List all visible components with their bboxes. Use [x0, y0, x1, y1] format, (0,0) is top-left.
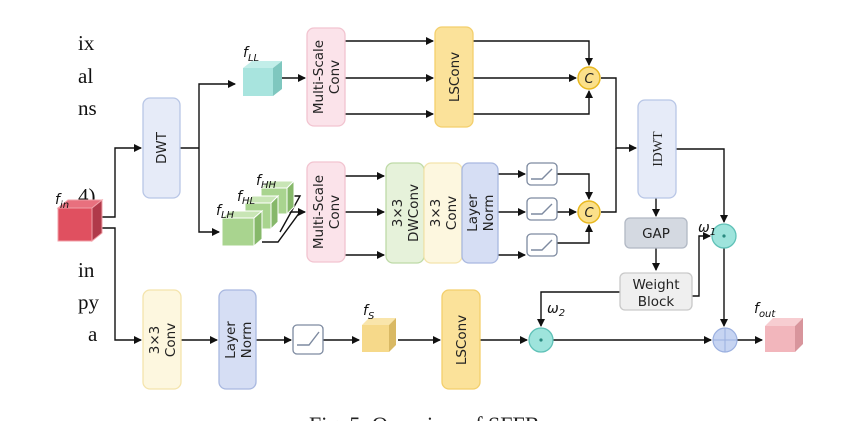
flh-cube — [220, 209, 264, 248]
conv-mid-line2: Conv — [444, 196, 460, 230]
conv-mid-line1: 3×3 — [428, 199, 444, 228]
wires — [96, 37, 763, 344]
wire-concat-mid-to-idwt — [601, 148, 617, 213]
multiscale-top-line2: Conv — [327, 60, 343, 94]
f-s-label: fS — [363, 303, 375, 322]
conv-bottom-line1: 3×3 — [147, 326, 163, 355]
layernorm-mid-line1: Layer — [465, 194, 481, 232]
dot-product-icon — [722, 234, 726, 238]
idwt-block: IDWT — [637, 99, 677, 199]
dwt-label: DWT — [154, 131, 170, 164]
concat-top: C — [577, 66, 601, 90]
arrow-weight-to-mul2 — [537, 291, 620, 327]
fll-cube — [243, 61, 282, 96]
dwconv-block: 3×3 DWConv — [385, 162, 425, 264]
layernorm-mid-block: Layer Norm — [461, 162, 499, 264]
arrow-idwt-to-mul1 — [676, 148, 728, 223]
arrow-act-concat-1 — [557, 173, 593, 200]
arrow-to-flh — [198, 148, 220, 236]
dot-product-icon — [539, 338, 543, 342]
f-hh-label: fHH — [256, 173, 276, 191]
multiscale-top-line1: Multi-Scale — [311, 40, 327, 114]
lsconv-top-label: LSConv — [447, 52, 463, 102]
idwt-label: IDWT — [650, 131, 665, 167]
input-cube — [56, 198, 104, 243]
multiscale-mid-line2: Conv — [327, 195, 343, 229]
weight-block: Weight Block — [619, 272, 693, 311]
arrow-fin-to-dwt — [96, 144, 142, 218]
lsconv-bottom-label: LSConv — [454, 315, 470, 365]
relu-icon — [531, 168, 553, 180]
f-out-label: fout — [754, 301, 776, 320]
f-ll-label: fLL — [243, 45, 259, 64]
multiscale-conv-mid: Multi-Scale Conv — [306, 161, 346, 263]
side-text-fragment: in — [78, 258, 95, 282]
side-body-text: ix al ns 4) in py a — [78, 31, 100, 346]
weight-block-line2: Block — [638, 294, 675, 310]
conv-bottom-block: 3×3 Conv — [142, 289, 182, 390]
side-text-fragment: py — [78, 290, 100, 314]
f-hl-label: fHL — [237, 189, 255, 207]
fout-cube — [765, 318, 803, 352]
side-text-fragment: ns — [78, 96, 97, 120]
lsconv-bottom: LSConv — [441, 289, 481, 390]
layernorm-bottom-block: Layer Norm — [218, 289, 257, 390]
multiscale-conv-top: Multi-Scale Conv — [306, 27, 346, 127]
multiply-w2 — [528, 327, 554, 353]
arrow-ls-concat-1 — [473, 40, 593, 66]
side-text-fragment: ix — [78, 31, 95, 55]
activation-mid-2 — [526, 197, 558, 221]
relu-icon — [531, 239, 553, 251]
conv-bottom-line2: Conv — [163, 323, 179, 357]
layernorm-bottom-line1: Layer — [223, 321, 239, 359]
dwt-block: DWT — [142, 97, 181, 199]
activation-mid-1 — [526, 162, 558, 186]
gap-block: GAP — [624, 217, 688, 249]
f-lh-label: fLH — [216, 203, 235, 221]
concat-mid-symbol: C — [584, 206, 594, 221]
multiply-w1 — [711, 223, 737, 249]
w2-label: ω2 — [547, 301, 565, 319]
arrow-ls-concat-3 — [473, 90, 593, 115]
relu-icon — [297, 331, 320, 346]
activation-mid-3 — [526, 233, 558, 257]
arrow-fin-to-conv — [96, 227, 142, 344]
weight-block-line1: Weight — [632, 277, 679, 293]
arrow-act-concat-3 — [557, 224, 593, 244]
dwconv-line1: 3×3 — [390, 199, 406, 228]
side-text-fragment: a — [88, 322, 98, 346]
arrow-to-fll — [198, 80, 236, 148]
side-text-fragment: al — [78, 64, 93, 88]
concat-top-symbol: C — [584, 72, 594, 87]
gap-label: GAP — [642, 226, 670, 242]
add-node — [712, 327, 738, 353]
fs-cube — [362, 318, 396, 352]
multiscale-mid-line1: Multi-Scale — [311, 175, 327, 249]
f-in-label: fin — [55, 192, 69, 211]
w1-label: ω1 — [698, 220, 716, 238]
activation-bottom — [292, 324, 324, 355]
layernorm-mid-line2: Norm — [481, 195, 497, 232]
concat-mid: C — [577, 200, 601, 224]
layernorm-bottom-line2: Norm — [239, 322, 255, 359]
arrow-weight-to-mul1 — [692, 232, 711, 297]
arrow-concat-to-idwt — [601, 77, 637, 152]
lsconv-top: LSConv — [434, 26, 474, 128]
dwconv-line2: DWConv — [406, 184, 422, 242]
relu-icon — [531, 203, 553, 215]
conv-mid-block: 3×3 Conv — [423, 162, 463, 264]
figure-caption: Fig. 5: Overview of SFFB. — [309, 412, 545, 421]
